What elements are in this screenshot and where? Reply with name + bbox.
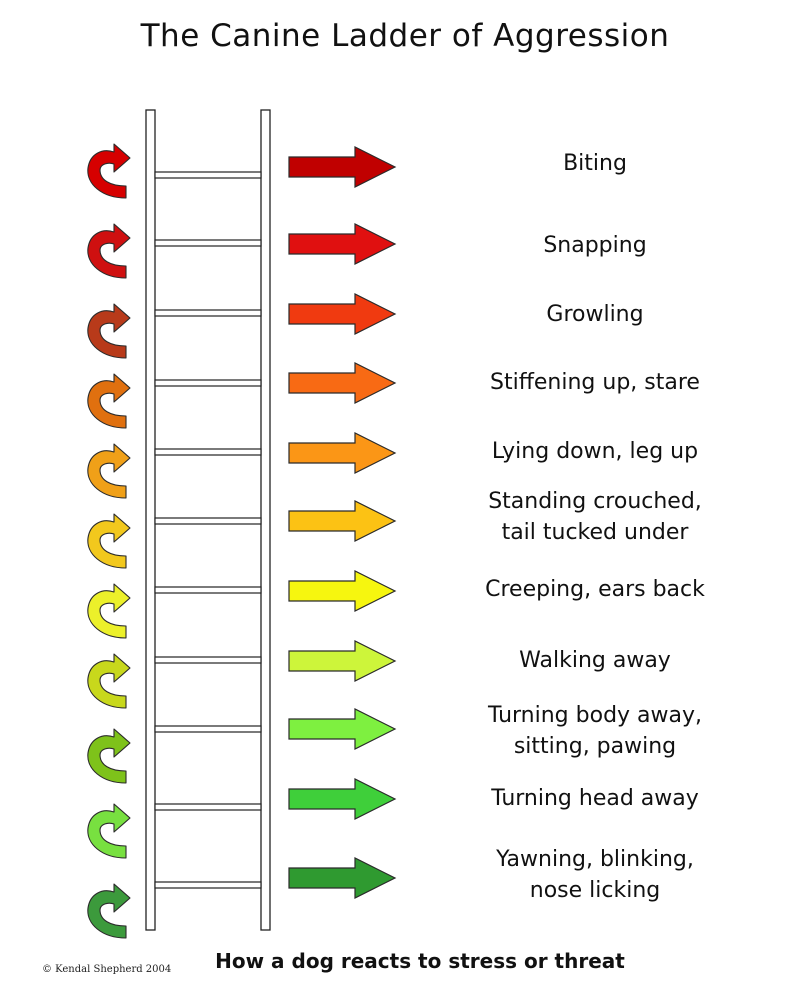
step-arrow <box>288 778 397 820</box>
step-label-line: sitting, pawing <box>513 734 677 759</box>
ladder-rung <box>154 586 262 594</box>
step-arrow <box>288 708 397 750</box>
ladder-rungs <box>154 171 262 889</box>
step-arrow <box>288 432 397 474</box>
step-label: Lying down, leg up <box>445 436 745 467</box>
ladder-rung <box>154 379 262 387</box>
step-label: Creeping, ears back <box>445 574 745 605</box>
curled-arrow <box>87 223 131 279</box>
ladder-rail-right <box>260 109 271 931</box>
curled-arrows-column <box>87 143 131 939</box>
step-label-line: Turning body away, <box>487 703 703 728</box>
step-arrow <box>288 640 397 682</box>
curled-arrow <box>87 728 131 784</box>
curled-arrow <box>87 583 131 639</box>
curled-arrow <box>87 143 131 199</box>
curled-arrow <box>87 513 131 569</box>
curled-arrow <box>87 803 131 859</box>
step-label: Turning head away <box>445 783 745 814</box>
ladder-rung <box>154 171 262 179</box>
step-label-line: Turning head away <box>491 786 699 811</box>
ladder-rung <box>154 656 262 664</box>
step-label-line: Snapping <box>543 233 647 258</box>
ladder-rail-left <box>145 109 156 931</box>
step-arrow <box>288 500 397 542</box>
step-label-line: Biting <box>563 151 627 176</box>
step-label: Walking away <box>445 645 745 676</box>
curled-arrow <box>87 303 131 359</box>
step-label: Yawning, blinking, nose licking <box>445 844 745 906</box>
step-label-line: tail tucked under <box>501 520 689 545</box>
step-label: Biting <box>445 148 745 179</box>
step-label-line: nose licking <box>529 878 661 903</box>
ladder-rung <box>154 803 262 811</box>
ladder-rung <box>154 448 262 456</box>
ladder-rung <box>154 239 262 247</box>
curled-arrow <box>87 443 131 499</box>
ladder-rung <box>154 881 262 889</box>
step-label-line: Stiffening up, stare <box>490 370 700 395</box>
step-label: Stiffening up, stare <box>445 367 745 398</box>
copyright: © Kendal Shepherd 2004 <box>42 964 172 975</box>
step-arrow <box>288 146 397 188</box>
step-label-line: Walking away <box>519 648 671 673</box>
step-arrow <box>288 293 397 335</box>
step-label: Snapping <box>445 230 745 261</box>
curled-arrow <box>87 373 131 429</box>
step-arrow <box>288 857 397 899</box>
caption: How a dog reacts to stress or threat <box>215 949 625 973</box>
step-label-line: Standing crouched, <box>488 489 702 514</box>
step-label-line: Creeping, ears back <box>485 577 705 602</box>
step-label-line: Growling <box>546 302 644 327</box>
ladder-rung <box>154 517 262 525</box>
page-title: The Canine Ladder of Aggression <box>140 18 670 54</box>
ladder-rung <box>154 309 262 317</box>
curled-arrow <box>87 883 131 939</box>
step-label-line: Lying down, leg up <box>491 439 699 464</box>
step-arrow <box>288 223 397 265</box>
step-label: Growling <box>445 299 745 330</box>
step-arrows <box>288 146 397 899</box>
step-arrow <box>288 362 397 404</box>
step-label-line: Yawning, blinking, <box>496 847 694 872</box>
curled-arrow <box>87 653 131 709</box>
step-label: Standing crouched, tail tucked under <box>445 486 745 548</box>
ladder-rung <box>154 725 262 733</box>
step-label: Turning body away, sitting, pawing <box>445 700 745 762</box>
step-arrow <box>288 570 397 612</box>
